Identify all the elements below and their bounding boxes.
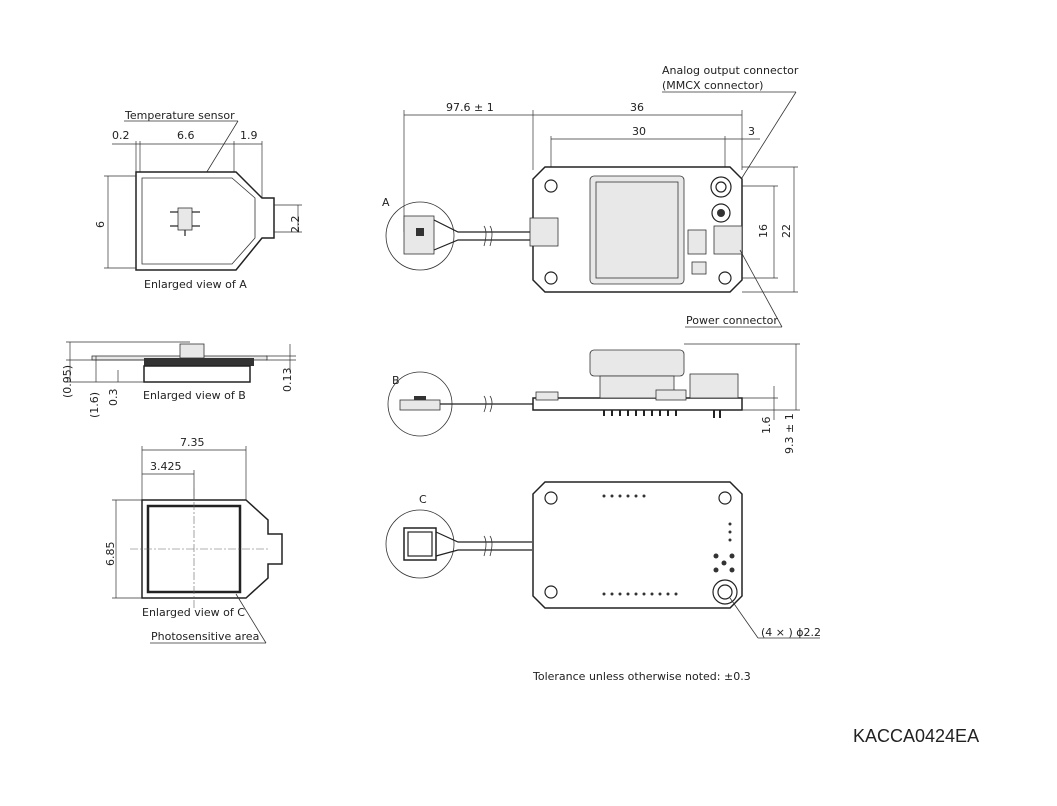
view-a-label: A (382, 196, 390, 209)
dim-side-board: 1.6 (760, 417, 773, 435)
dim-b-total: (0.95) (61, 365, 74, 398)
dim-top-cable: 97.6 ± 1 (446, 101, 494, 114)
enlarged-view-a: Temperature sensor 0.2 6.6 1.9 6 2.2 Enl… (94, 109, 302, 291)
enlarged-view-c-label: Enlarged view of C (142, 606, 245, 619)
enlarged-view-c: 7.35 3.425 6.85 Enlarged view of C Photo… (104, 436, 283, 644)
dim-b-right: 0.13 (281, 368, 294, 393)
dim-top-holes: 30 (632, 125, 646, 138)
tolerance-note: Tolerance unless otherwise noted: ±0.3 (532, 670, 751, 683)
dim-side-total: 9.3 ± 1 (783, 413, 796, 454)
holes-label: (4 × ) ϕ2.2 (761, 626, 821, 639)
dim-a-height: 6 (94, 221, 107, 228)
dim-a-left: 0.2 (112, 129, 130, 142)
drawing-code: KACCA0424EA (853, 726, 979, 746)
dim-b-full: (1.6) (88, 392, 101, 418)
view-c-label: C (419, 493, 427, 506)
dim-c-half: 3.425 (150, 460, 182, 473)
bottom-view: C (4 × ) ϕ2.2 (385, 481, 821, 639)
dim-c-height: 6.85 (104, 542, 117, 567)
enlarged-view-a-label: Enlarged view of A (144, 278, 247, 291)
analog-connector-label-2: (MMCX connector) (662, 79, 763, 92)
dim-top-board: 36 (630, 101, 644, 114)
dim-top-edge: 3 (748, 125, 755, 138)
side-view: B 1.6 9.3 ± 1 (387, 343, 800, 454)
view-b-label: B (392, 374, 400, 387)
temperature-sensor-label: Temperature sensor (124, 109, 235, 122)
dim-b-base: 0.3 (107, 389, 120, 407)
dim-top-inner: 16 (757, 224, 770, 238)
photosensitive-area-label: Photosensitive area (151, 630, 259, 643)
enlarged-view-b-label: Enlarged view of B (143, 389, 246, 402)
dim-a-width: 6.6 (177, 129, 195, 142)
dim-a-tab: 2.2 (289, 216, 302, 234)
dim-a-right: 1.9 (240, 129, 258, 142)
enlarged-view-b: (0.95) (1.6) 0.3 0.13 Enlarged view of B (61, 341, 296, 418)
top-view: Analog output connector (MMCX connector)… (382, 64, 799, 328)
dim-c-width: 7.35 (180, 436, 205, 449)
power-connector-label: Power connector (686, 314, 778, 327)
analog-connector-label-1: Analog output connector (662, 64, 799, 77)
dim-top-outer: 22 (780, 224, 793, 238)
